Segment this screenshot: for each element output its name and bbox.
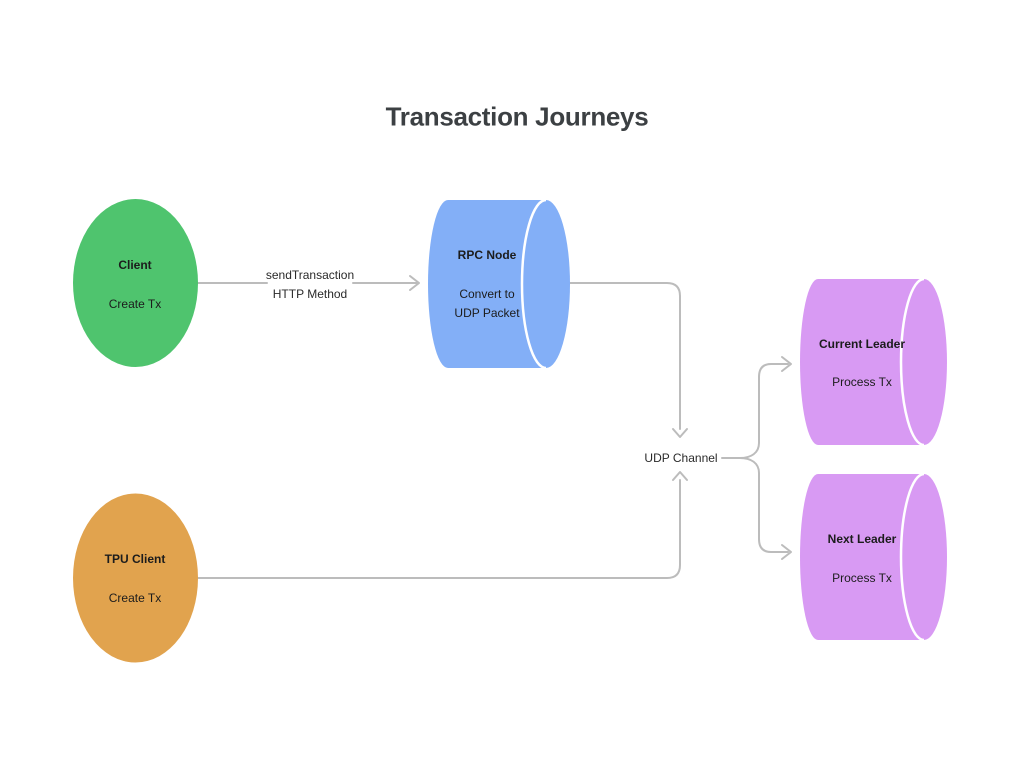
edge-tpu-to-udp-line (197, 479, 681, 579)
edge-udp-to-next-leader-arrowhead (781, 544, 792, 560)
next-leader-cap-seam (899, 472, 925, 642)
tpu-client-node-sublabel: Create Tx (108, 591, 162, 605)
rpc-node-sublabel-line1: Convert to (459, 287, 515, 301)
client-node-label: Client (118, 258, 152, 272)
edge-udp-to-next-leader-line (739, 457, 789, 553)
next-leader-body (800, 474, 947, 640)
diagram-title: Transaction Journeys (385, 101, 649, 132)
client-node-shape (73, 199, 198, 367)
connectors (197, 275, 792, 579)
rpc-node-sublabel-line2: UDP Packet (454, 306, 520, 320)
rpc-node-body (428, 200, 570, 368)
edge-udp-to-current-leader-arrowhead (781, 356, 792, 372)
next-leader-node-sublabel: Process Tx (832, 571, 892, 585)
edge-rpc-to-udp-arrowhead (672, 428, 688, 438)
edge-send-transaction-label-line1: sendTransaction (265, 268, 355, 282)
edge-udp-to-current-leader-line (739, 363, 789, 459)
next-leader-node-label: Next Leader (827, 532, 897, 546)
tpu-client-node-shape (73, 493, 198, 663)
current-leader-cap-seam (899, 277, 925, 447)
rpc-node-cap-seam (520, 198, 547, 370)
edge-udp-channel-label: UDP Channel (644, 451, 718, 465)
tpu-client-node-label: TPU Client (104, 552, 166, 566)
current-leader-node-label: Current Leader (818, 337, 906, 351)
next-leader-node-shape (800, 472, 947, 642)
edge-send-transaction-label-line2: HTTP Method (272, 287, 348, 301)
edge-tpu-to-udp-arrowhead (672, 471, 688, 481)
current-leader-node-shape (800, 277, 947, 447)
rpc-node-label: RPC Node (457, 248, 517, 262)
client-node-sublabel: Create Tx (108, 297, 162, 311)
rpc-node-shape (428, 198, 570, 370)
current-leader-body (800, 279, 947, 445)
edge-rpc-to-udp-line (569, 282, 681, 430)
current-leader-node-sublabel: Process Tx (832, 375, 892, 389)
edge-client-to-rpc-arrowhead (409, 275, 420, 291)
